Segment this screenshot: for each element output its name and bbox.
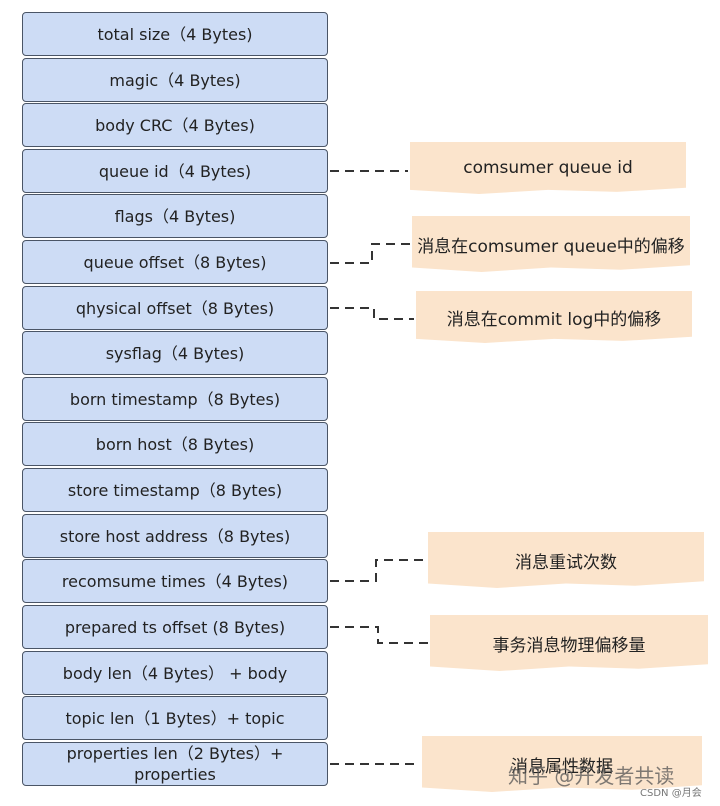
field-label: body len（4 Bytes） + body: [62, 663, 288, 683]
field-label: sysflag（4 Bytes): [105, 343, 245, 363]
note-physical-offset: 消息在commit log中的偏移: [416, 291, 692, 343]
field-born-host: born host（8 Bytes): [22, 422, 328, 466]
field-properties-len: properties len（2 Bytes）+ properties: [22, 742, 328, 786]
field-body-len: body len（4 Bytes） + body: [22, 651, 328, 695]
watermark: 知乎 @开发者共读: [508, 764, 675, 788]
connector-prepared-offset: [330, 626, 428, 644]
field-label: flags（4 Bytes): [114, 206, 236, 226]
note-text: 消息重试次数: [515, 552, 617, 573]
connector-recomsume-times: [330, 559, 426, 582]
note-text: 事务消息物理偏移量: [492, 635, 646, 656]
field-magic: magic（4 Bytes): [22, 58, 328, 102]
field-label: store timestamp（8 Bytes): [67, 480, 283, 500]
note-recomsume-times: 消息重试次数: [428, 532, 704, 588]
field-label: qhysical offset（8 Bytes): [75, 298, 275, 318]
field-body-crc: body CRC（4 Bytes): [22, 103, 328, 147]
field-topic-len: topic len（1 Bytes）+ topic: [22, 696, 328, 740]
field-label: recomsume times（4 Bytes): [61, 571, 289, 591]
note-text: 消息在comsumer queue中的偏移: [417, 236, 685, 257]
note-text: 消息在commit log中的偏移: [446, 309, 662, 330]
field-store-host-address: store host address（8 Bytes): [22, 514, 328, 558]
connector-physical-offset: [330, 307, 414, 320]
field-label: born host（8 Bytes): [95, 434, 255, 454]
note-properties: 消息属性数据: [422, 736, 702, 792]
field-label: queue id（4 Bytes): [98, 161, 252, 181]
field-prepared-ts-offset: prepared ts offset (8 Bytes): [22, 605, 328, 649]
credit: CSDN @月会: [640, 788, 702, 799]
field-label: total size（4 Bytes): [97, 24, 253, 44]
field-label: prepared ts offset (8 Bytes): [64, 617, 286, 637]
field-store-timestamp: store timestamp（8 Bytes): [22, 468, 328, 512]
field-label: topic len（1 Bytes）+ topic: [65, 708, 285, 728]
field-queue-offset: queue offset（8 Bytes): [22, 240, 328, 284]
note-text: comsumer queue id: [463, 158, 633, 178]
field-physical-offset: qhysical offset（8 Bytes): [22, 286, 328, 330]
field-total-size: total size（4 Bytes): [22, 12, 328, 56]
field-label: properties len（2 Bytes）+ properties: [66, 744, 284, 784]
note-queue-id: comsumer queue id: [410, 142, 686, 194]
field-label: magic（4 Bytes): [109, 70, 241, 90]
field-recomsume-times: recomsume times（4 Bytes): [22, 559, 328, 603]
field-label: born timestamp（8 Bytes): [69, 389, 281, 409]
note-queue-offset: 消息在comsumer queue中的偏移: [412, 216, 690, 272]
field-label: queue offset（8 Bytes): [83, 252, 267, 272]
field-label: store host address（8 Bytes): [59, 526, 291, 546]
note-prepared-offset: 事务消息物理偏移量: [430, 615, 708, 671]
field-flags: flags（4 Bytes): [22, 194, 328, 238]
field-queue-id: queue id（4 Bytes): [22, 149, 328, 193]
connector-queue-offset: [330, 243, 410, 264]
field-sysflag: sysflag（4 Bytes): [22, 331, 328, 375]
field-label: body CRC（4 Bytes): [95, 115, 255, 135]
note-text: 消息属性数据: [511, 756, 613, 777]
field-born-timestamp: born timestamp（8 Bytes): [22, 377, 328, 421]
